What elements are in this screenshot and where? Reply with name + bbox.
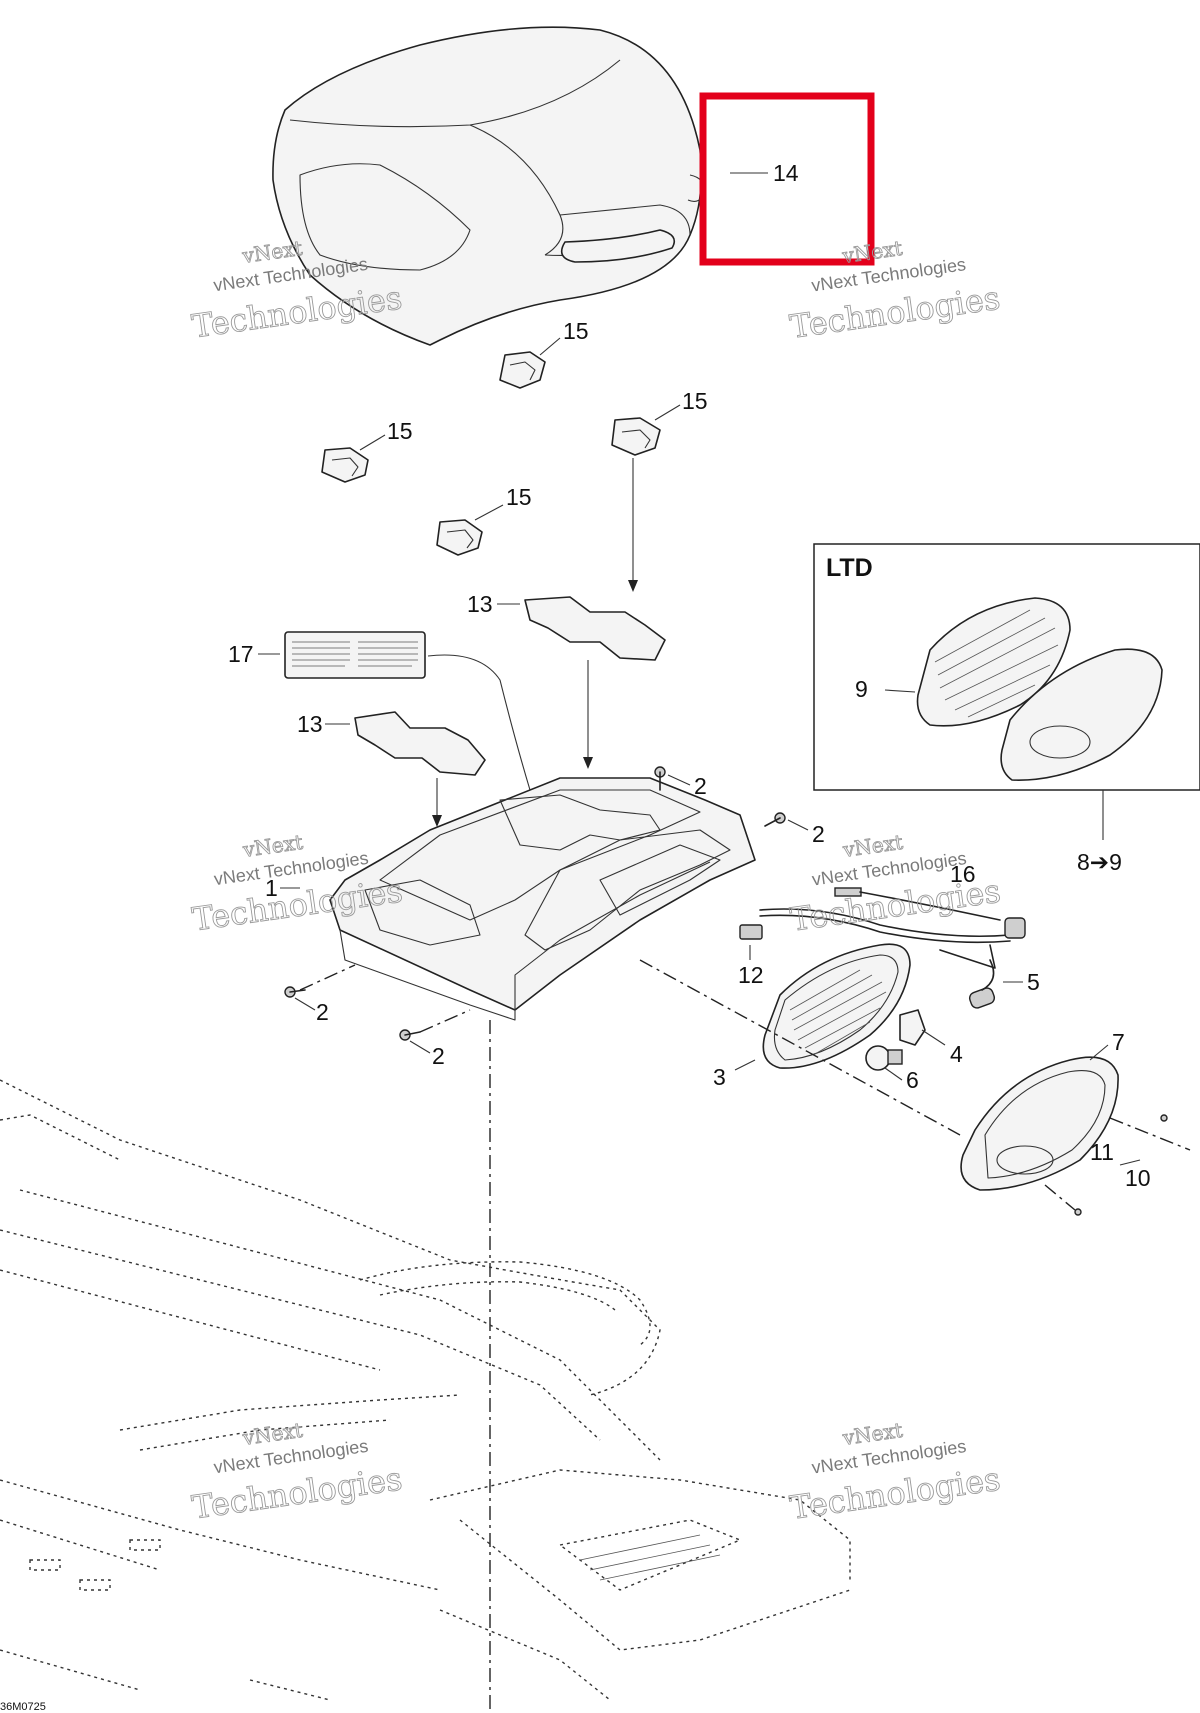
wiring-harness-part-16[interactable] xyxy=(759,887,1026,969)
screw-part-2-c[interactable] xyxy=(284,986,306,998)
lens-part-7[interactable] xyxy=(960,1056,1119,1191)
callout-12[interactable]: 12 xyxy=(738,962,764,988)
callout-3[interactable]: 3 xyxy=(713,1064,726,1090)
watermark-bottom-left: vNext vNext Technologies Technologies xyxy=(189,1417,405,1527)
callout-15-d[interactable]: 15 xyxy=(506,484,532,510)
callout-5[interactable]: 5 xyxy=(1027,969,1040,995)
callout-4[interactable]: 4 xyxy=(950,1041,963,1067)
figure-code: 36M0725 xyxy=(0,1701,46,1713)
seat-base-part-1[interactable] xyxy=(329,777,756,1021)
callout-17[interactable]: 17 xyxy=(228,641,254,667)
clip-part-15-d[interactable] xyxy=(436,519,483,556)
taillight-housing-part-9[interactable] xyxy=(916,597,1071,727)
connector-part-12[interactable] xyxy=(739,924,763,940)
callout-8-9[interactable]: 8➔9 xyxy=(1077,849,1122,875)
callout-2-d[interactable]: 2 xyxy=(432,1043,445,1069)
callout-15-c[interactable]: 15 xyxy=(387,418,413,444)
wire-part-5[interactable] xyxy=(968,959,996,1010)
callout-14[interactable]: 14 xyxy=(773,160,799,186)
pad-part-13-b[interactable] xyxy=(354,711,486,776)
callout-15-a[interactable]: 15 xyxy=(563,318,589,344)
callout-6[interactable]: 6 xyxy=(906,1067,919,1093)
ltd-inset: LTD 9 xyxy=(813,543,1200,791)
ltd-inset-title: LTD xyxy=(826,554,873,582)
seat-cover-part-14[interactable] xyxy=(272,26,706,346)
pad-part-13-a[interactable] xyxy=(524,596,666,661)
callout-13-a[interactable]: 13 xyxy=(467,591,493,617)
callout-2-a[interactable]: 2 xyxy=(694,773,707,799)
watermark-top-right: vNext vNext Technologies Technologies xyxy=(787,235,1003,346)
callout-2-c[interactable]: 2 xyxy=(316,999,329,1025)
callout-15-b[interactable]: 15 xyxy=(682,388,708,414)
screw-part-10[interactable] xyxy=(1044,1114,1191,1216)
highlight-box xyxy=(699,92,875,266)
callout-2-b[interactable]: 2 xyxy=(812,821,825,847)
taillight-housing-part-3[interactable] xyxy=(762,943,911,1069)
lens-ltd[interactable] xyxy=(1000,648,1163,781)
clip-part-15-a[interactable] xyxy=(499,351,546,389)
callout-10[interactable]: 10 xyxy=(1125,1165,1151,1191)
callout-9[interactable]: 9 xyxy=(855,676,868,702)
bulb-part-6[interactable] xyxy=(865,1045,903,1071)
callout-16[interactable]: 16 xyxy=(950,861,976,887)
clip-part-15-c[interactable] xyxy=(321,447,369,483)
chassis-frame xyxy=(0,1020,851,1710)
socket-part-4[interactable] xyxy=(899,1009,926,1046)
callout-11[interactable]: 11 xyxy=(1090,1139,1114,1165)
callout-1[interactable]: 1 xyxy=(265,875,278,901)
screw-part-2-b[interactable] xyxy=(764,812,786,827)
callout-7[interactable]: 7 xyxy=(1112,1029,1125,1055)
warning-label-part-17[interactable] xyxy=(284,631,426,679)
screw-part-2-a[interactable] xyxy=(654,766,666,791)
clip-part-15-b[interactable] xyxy=(611,417,661,456)
callout-13-b[interactable]: 13 xyxy=(297,711,323,737)
screw-part-2-d[interactable] xyxy=(399,1029,421,1041)
watermark-bottom-right: vNext vNext Technologies Technologies xyxy=(787,1417,1003,1527)
